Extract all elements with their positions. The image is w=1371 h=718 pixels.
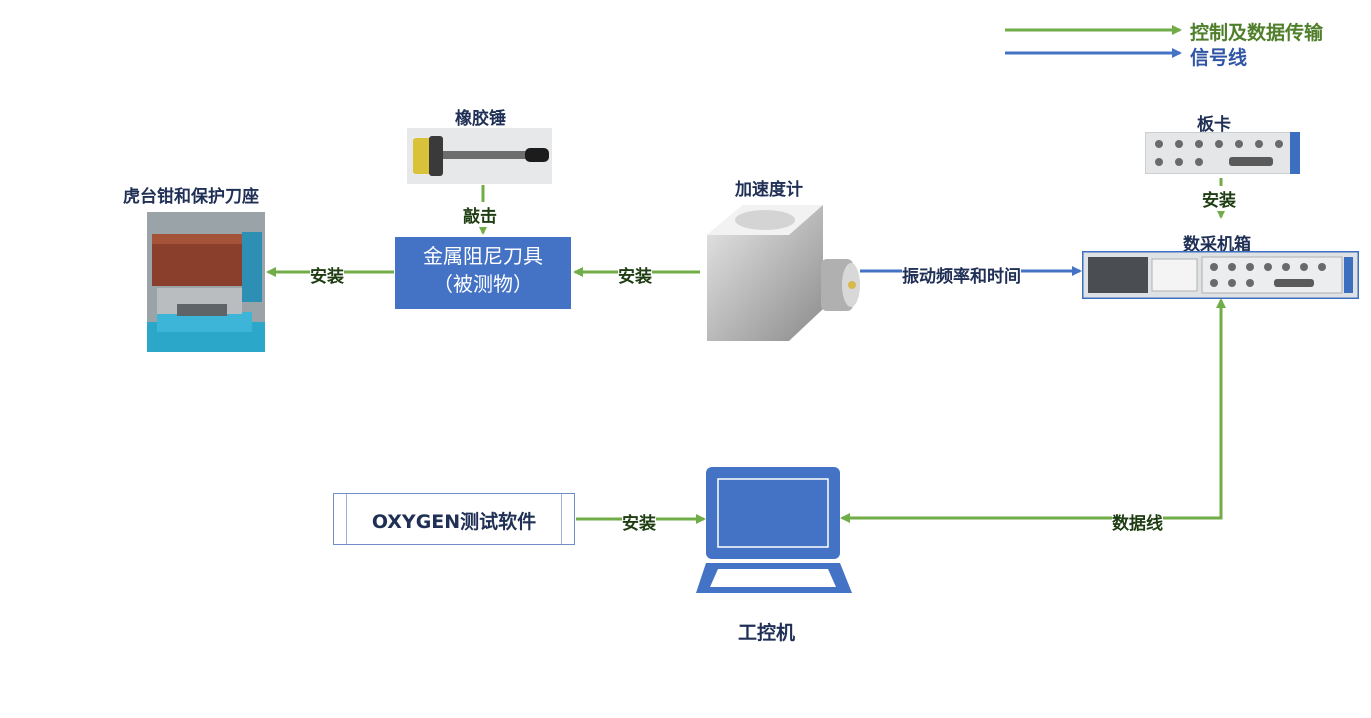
software-label: OXYGEN测试软件 xyxy=(371,511,537,533)
software-box-inner-frame xyxy=(346,494,562,544)
card-label: 板卡 xyxy=(1197,115,1231,135)
install-accel-label: 安装 xyxy=(618,262,652,287)
laptop-icon xyxy=(696,467,852,593)
card-image xyxy=(1145,132,1300,174)
target-tool-subtitle: （被测物） xyxy=(433,272,533,296)
vise-image xyxy=(147,212,265,352)
ipc-label: 工控机 xyxy=(738,622,796,644)
hammer-label: 橡胶锤 xyxy=(455,109,506,129)
chassis-label: 数采机箱 xyxy=(1183,235,1251,255)
install-vise-label: 安装 xyxy=(310,262,344,287)
legend-signal-label: 信号线 xyxy=(1190,47,1248,69)
target-tool-name: 金属阻尼刀具 xyxy=(423,244,543,268)
software-box: OXYGEN测试软件 xyxy=(333,493,575,545)
data-cable-label: 数据线 xyxy=(1112,509,1163,534)
chassis-image xyxy=(1082,251,1359,299)
strike-label: 敲击 xyxy=(463,202,497,227)
accelerometer-label: 加速度计 xyxy=(735,180,803,200)
legend-control-label: 控制及数据传输 xyxy=(1190,22,1324,44)
vibration-label: 振动频率和时间 xyxy=(902,262,1021,287)
vise-label: 虎台钳和保护刀座 xyxy=(123,187,259,207)
install-card-label: 安装 xyxy=(1202,186,1236,211)
hammer-image xyxy=(407,128,552,184)
accelerometer-image xyxy=(707,205,860,341)
target-tool-box: 金属阻尼刀具 （被测物） xyxy=(395,237,571,309)
data-cable-line xyxy=(840,300,1223,523)
install-software-label: 安装 xyxy=(622,509,656,534)
